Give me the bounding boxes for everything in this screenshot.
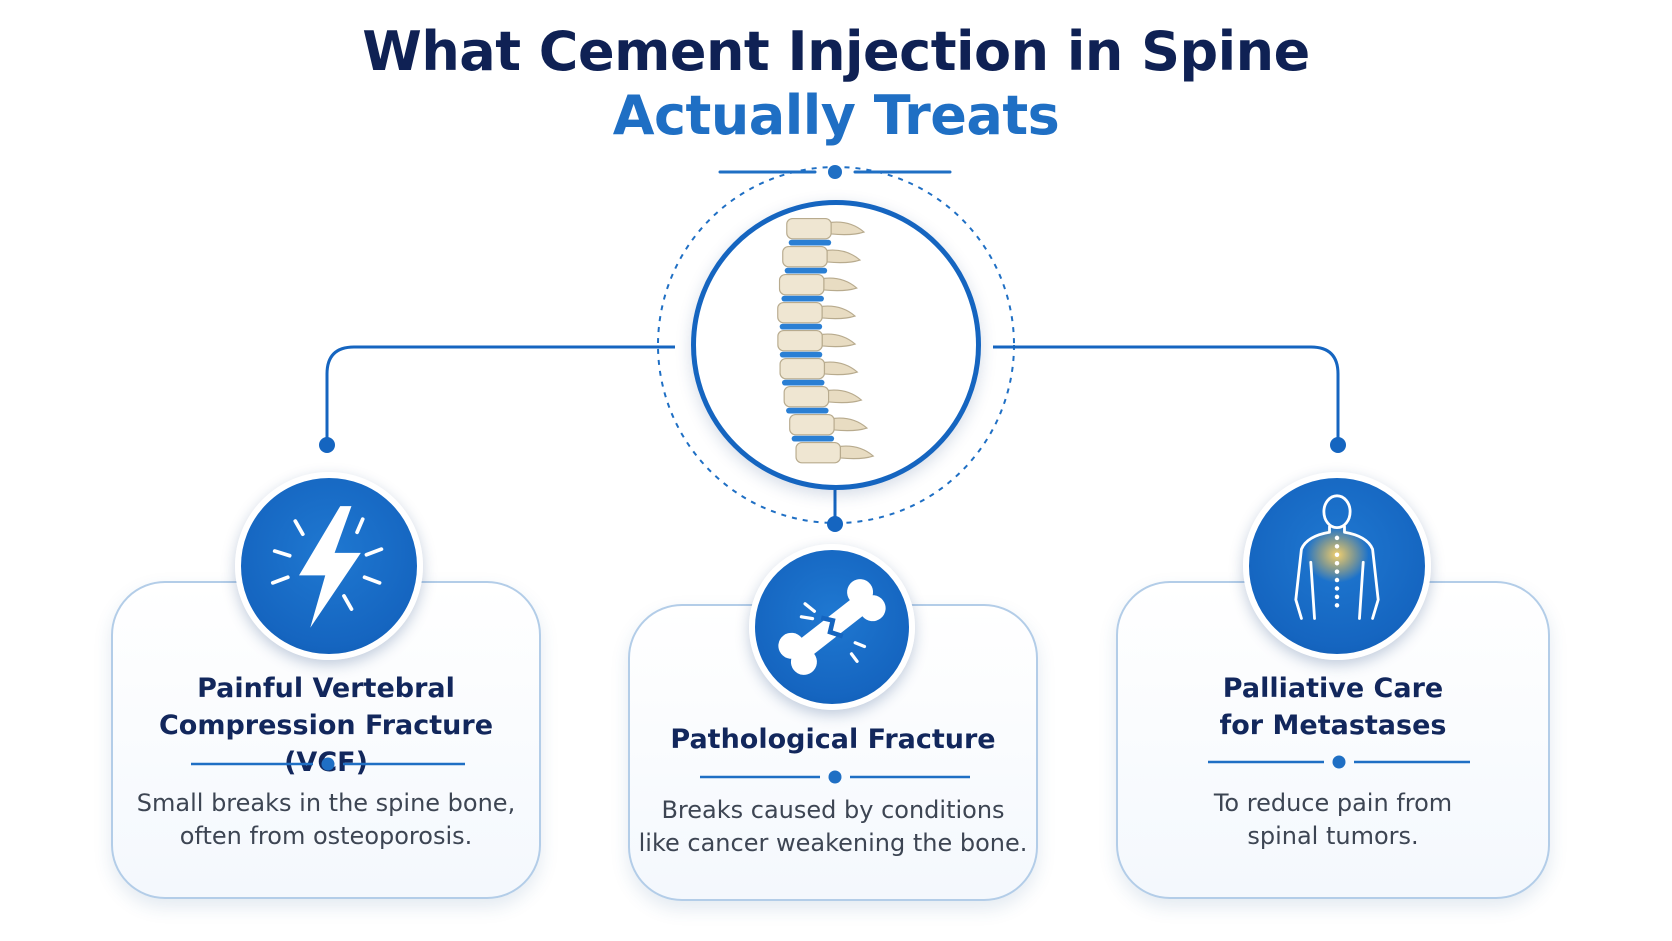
spinous-process <box>826 249 862 264</box>
spinous-process <box>821 305 857 320</box>
card-title-line-2: for Metastases <box>1219 710 1447 741</box>
intervertebral-disc <box>784 267 828 274</box>
spine-icon <box>691 200 981 490</box>
page-title-line-1: What Cement Injection in Spine <box>362 20 1310 83</box>
left-connector-dot <box>319 437 335 453</box>
vertebra <box>795 441 842 464</box>
vertebra <box>778 273 825 296</box>
card-divider <box>700 770 970 784</box>
card-description-line-2: like cancer weakening the bone. <box>638 829 1028 857</box>
broken-bone-icon <box>749 544 915 710</box>
left-connector <box>325 345 675 440</box>
card-divider <box>1208 755 1470 769</box>
center-connector-dot <box>827 516 843 532</box>
title-divider <box>718 165 952 179</box>
vertebra <box>777 301 823 324</box>
human-body-spine-icon <box>1243 472 1431 660</box>
intervertebral-disc <box>781 379 825 386</box>
card-title: Pathological Fracture <box>630 721 1036 758</box>
card-title-line-1: Pathological Fracture <box>670 724 996 755</box>
intervertebral-disc <box>779 351 823 358</box>
spinous-process <box>833 417 869 432</box>
vertebra <box>777 329 823 352</box>
card-description: Breaks caused by conditions like cancer … <box>630 794 1036 860</box>
card-description: To reduce pain from spinal tumors. <box>1118 787 1548 853</box>
vertebra <box>779 357 826 380</box>
spinous-process <box>839 445 875 460</box>
intervertebral-disc <box>786 407 829 414</box>
card-description-line-1: To reduce pain from <box>1213 789 1453 817</box>
lightning-bolt-icon <box>235 472 423 660</box>
card-description: Small breaks in the spine bone, often fr… <box>113 787 539 853</box>
intervertebral-disc <box>788 239 832 246</box>
vertebra <box>786 217 832 240</box>
card-title: Palliative Care for Metastases <box>1118 670 1548 744</box>
vertebra <box>782 245 828 268</box>
vertebra <box>783 385 830 408</box>
intervertebral-disc <box>779 323 823 330</box>
intervertebral-disc <box>781 295 824 302</box>
spinous-process <box>830 221 866 236</box>
card-description-line-1: Breaks caused by conditions <box>661 796 1005 824</box>
page-title-line-2: Actually Treats <box>612 84 1060 147</box>
card-title-line-1: Palliative Care <box>1222 673 1444 704</box>
vertebra <box>789 413 835 436</box>
right-connector <box>993 345 1340 440</box>
card-title-line-1: Painful Vertebral <box>197 673 455 704</box>
right-connector-dot <box>1330 437 1346 453</box>
spinous-process <box>823 277 858 292</box>
spinous-process <box>823 361 859 376</box>
intervertebral-disc <box>791 435 835 442</box>
card-description-line-2: spinal tumors. <box>1247 822 1419 850</box>
card-description-line-1: Small breaks in the spine bone, <box>136 789 516 817</box>
card-description-line-2: often from osteoporosis. <box>179 822 473 850</box>
card-divider <box>191 757 465 771</box>
spinous-process <box>821 333 857 348</box>
spinous-process <box>827 389 863 404</box>
card-vertebral-compression-fracture: Painful Vertebral Compression Fracture (… <box>111 581 541 899</box>
vertebrae-stack <box>777 217 875 464</box>
